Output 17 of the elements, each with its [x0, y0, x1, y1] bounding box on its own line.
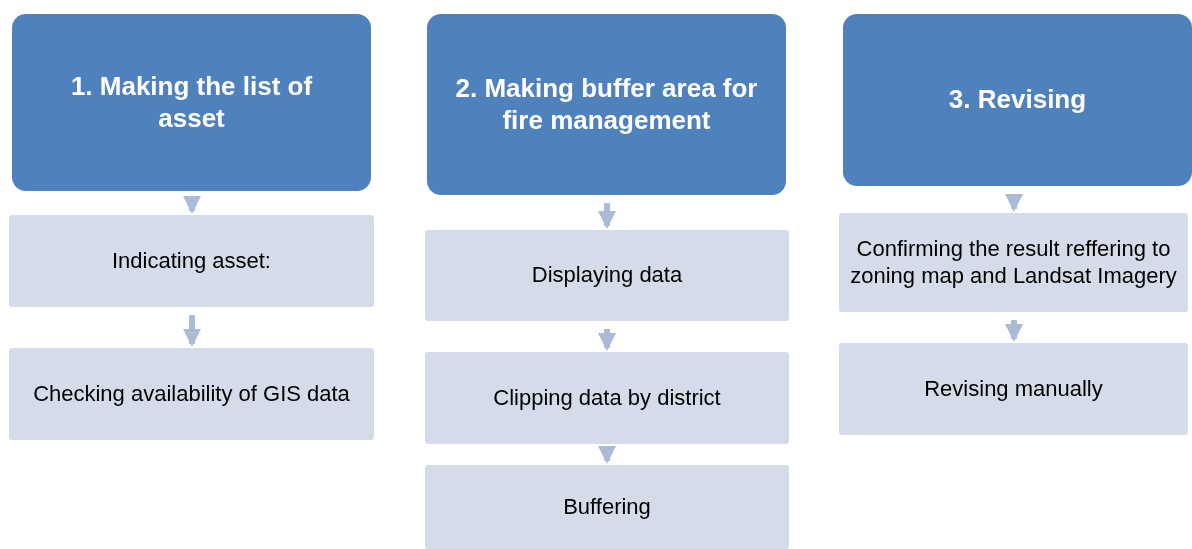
process-box: Buffering: [425, 465, 789, 549]
arrow: [598, 329, 616, 351]
process-box: Indicating asset:: [9, 215, 374, 307]
process-box: Revising manually: [839, 343, 1188, 435]
arrow: [183, 196, 201, 214]
process-box: Checking availability of GIS data: [9, 348, 374, 440]
header-box: 3. Revising: [843, 14, 1192, 186]
arrow: [183, 315, 201, 347]
header-box: 1. Making the list of asset: [12, 14, 371, 191]
process-box: Clipping data by district: [425, 352, 789, 444]
arrow: [1005, 194, 1023, 212]
arrow: [1005, 320, 1023, 342]
process-box: Confirming the result reffering to zoning map and Landsat Imagery: [839, 213, 1188, 312]
arrow: [598, 446, 616, 464]
header-box: 2. Making buffer area for fire management: [427, 14, 786, 195]
arrow: [598, 203, 616, 229]
process-box: Displaying data: [425, 230, 789, 321]
